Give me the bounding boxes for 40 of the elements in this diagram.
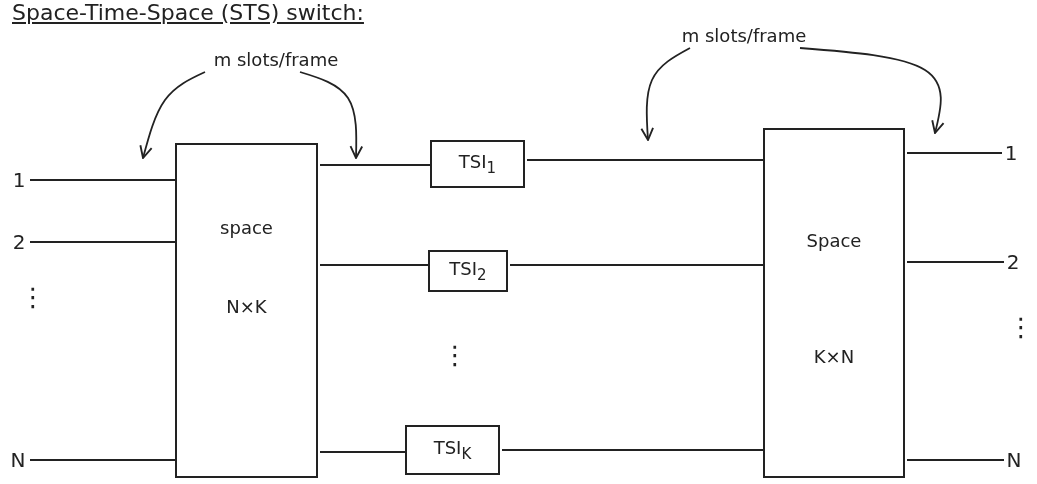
box-label: TSI$_{2}$ (449, 258, 487, 284)
connector-line (906, 459, 1005, 461)
annotation-arrow (139, 71, 206, 159)
annotation-text: m slots/frame (196, 46, 356, 72)
space-switch-box (763, 128, 905, 478)
connector-line (526, 159, 764, 161)
connector-line (29, 179, 176, 181)
port-label: 1 (10, 166, 28, 194)
ellipsis-mark: ⋮ (1008, 312, 1034, 342)
annotation-arrow (640, 47, 691, 141)
diagram-title: Space-Time-Space (STS) switch: (12, 0, 364, 25)
connector-line (29, 459, 176, 461)
ellipsis-mark: ⋮ (442, 340, 468, 370)
connector-line (319, 164, 431, 166)
box-label: K×N (813, 346, 855, 367)
ellipsis-mark: ⋮ (20, 282, 46, 312)
box-label: Space (806, 230, 862, 251)
port-label: 1 (1002, 139, 1020, 167)
box-label: N×K (226, 296, 267, 317)
connector-line (501, 449, 764, 451)
port-label: 2 (1004, 248, 1022, 276)
annotation-arrow (299, 71, 364, 159)
annotation-arrow (799, 47, 945, 134)
annotation-text: m slots/frame (664, 22, 824, 48)
tsi-box (430, 140, 525, 188)
connector-line (509, 264, 764, 266)
port-label: N (8, 446, 28, 474)
connector-line (319, 451, 406, 453)
connector-line (29, 241, 176, 243)
connector-line (906, 261, 1005, 263)
box-label: space (220, 217, 273, 238)
space-switch-box (175, 143, 318, 478)
box-label: TSI$_{K}$ (433, 437, 472, 463)
port-label: N (1004, 446, 1024, 474)
box-label: TSI$_{1}$ (458, 151, 497, 177)
connector-line (906, 152, 1003, 154)
port-label: 2 (10, 228, 28, 256)
tsi-box (428, 250, 508, 292)
tsi-box (405, 425, 500, 475)
connector-line (319, 264, 429, 266)
